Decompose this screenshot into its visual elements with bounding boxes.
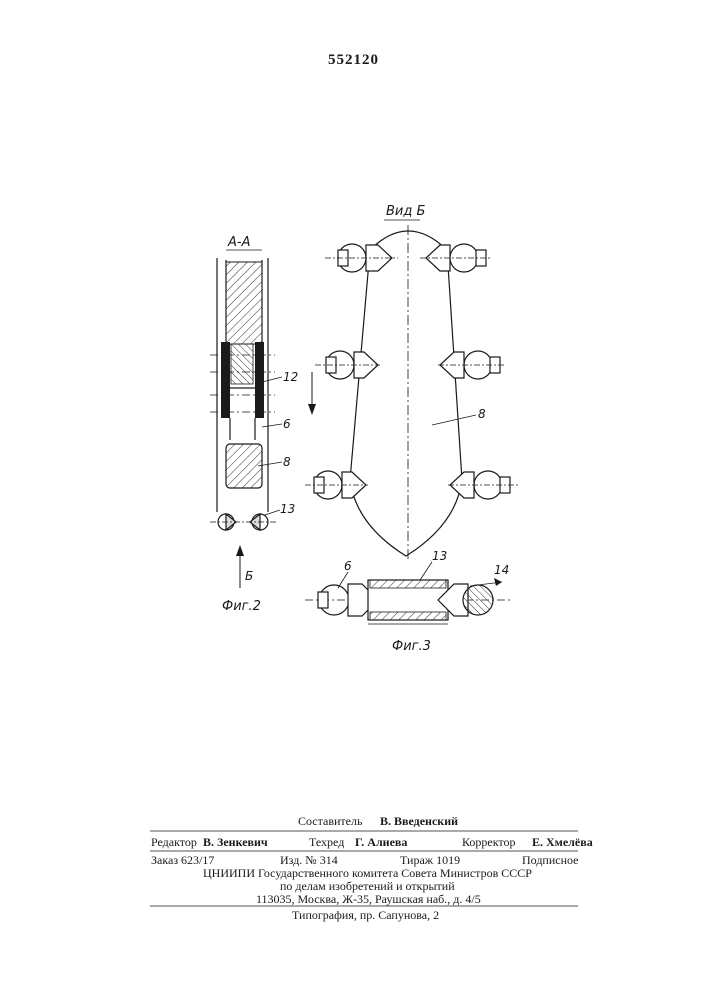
- imprint-rules: [0, 0, 707, 1000]
- patent-page: 552120 А-А: [0, 0, 707, 1000]
